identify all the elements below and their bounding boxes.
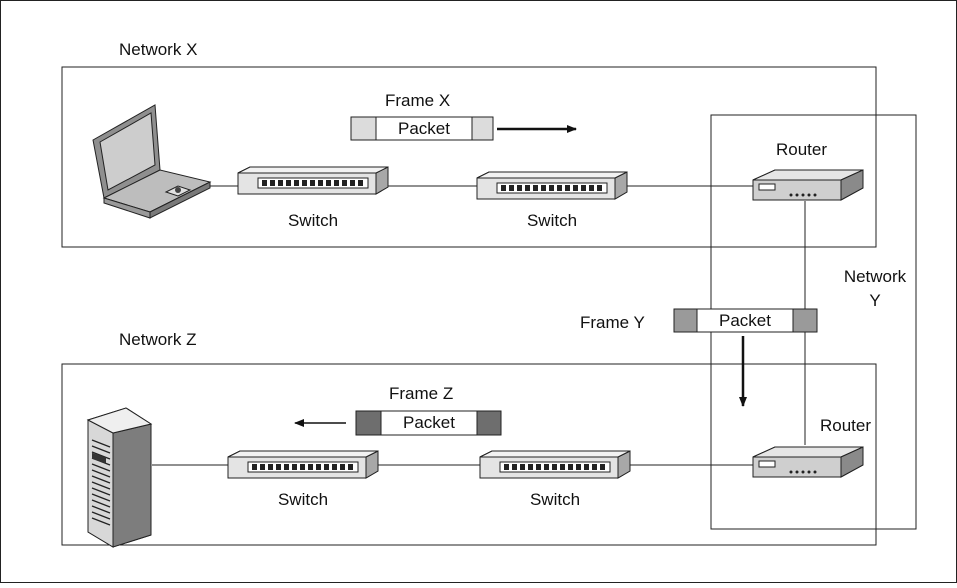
network-y-label-line2: Y — [869, 291, 881, 310]
switch-label: Switch — [287, 211, 339, 230]
frame-z-label: Frame Z — [389, 384, 454, 403]
frame-x-label: Frame X — [385, 91, 451, 110]
router-icon — [752, 446, 864, 478]
network-z-boundary — [61, 363, 877, 546]
frame-z — [355, 410, 502, 436]
frame-y-label: Frame Y — [580, 313, 645, 332]
switch-icon — [237, 166, 389, 195]
switch-icon — [479, 450, 631, 479]
router-icon — [752, 169, 864, 201]
switch-label: Switch — [529, 490, 581, 509]
network-y-label-line1: Network — [843, 267, 907, 286]
frame-y-packet-label: Packet — [719, 311, 771, 330]
server-icon — [86, 407, 153, 548]
network-x-label: Network X — [119, 40, 198, 59]
switch-label: Switch — [277, 490, 329, 509]
switch-label: Switch — [526, 211, 578, 230]
router-label: Router — [820, 416, 872, 435]
frame-x-packet-label: Packet — [398, 119, 450, 138]
frame-z-packet-label: Packet — [403, 413, 455, 432]
switch-icon — [227, 450, 379, 479]
switch-icon — [476, 171, 628, 200]
frame-y — [673, 308, 818, 333]
network-x-boundary — [61, 66, 877, 248]
network-z-label: Network Z — [119, 330, 197, 349]
laptop-icon — [92, 104, 212, 219]
frame-x — [350, 116, 494, 141]
router-label: Router — [776, 140, 828, 159]
